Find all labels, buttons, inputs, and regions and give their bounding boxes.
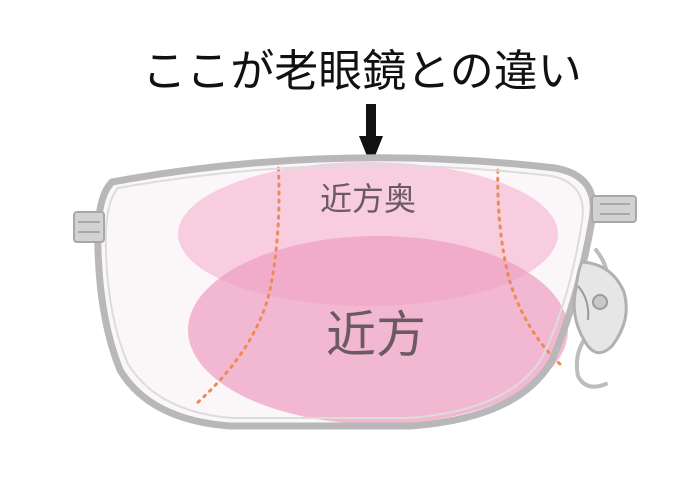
down-arrow-icon — [359, 104, 383, 166]
arrow-shaft — [366, 104, 376, 138]
guide-line-left — [194, 158, 281, 406]
headline-text: ここが老眼鏡との違い — [142, 46, 582, 97]
zone-near — [188, 236, 568, 424]
zone-label-near-far: 近方奥 — [320, 180, 416, 218]
zone-label-near: 近方 — [326, 306, 426, 364]
glasses-frame — [94, 154, 597, 430]
left-hinge — [73, 211, 105, 243]
right-hinge — [591, 195, 637, 223]
arrow-head — [359, 136, 383, 166]
nose-pad — [572, 248, 628, 389]
guide-line-right — [496, 160, 562, 366]
glasses-frame-inner — [104, 164, 584, 419]
